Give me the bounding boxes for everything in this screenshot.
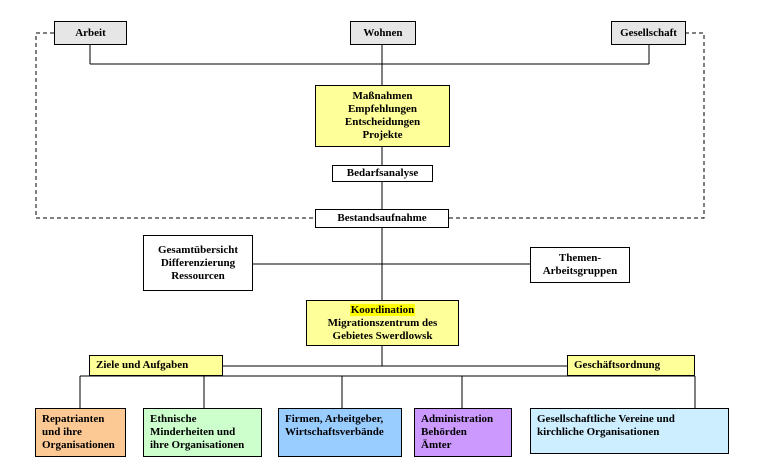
wohnen-box: Wohnen xyxy=(350,21,416,45)
geschaeftsordnung-box: Geschäftsordnung xyxy=(567,355,695,376)
minderheiten-line: Minderheiten und xyxy=(150,426,236,438)
themen-line: Themen- xyxy=(558,252,602,264)
administration-line: Administration xyxy=(421,413,494,425)
wohnen-label: Wohnen xyxy=(363,26,403,39)
gesamtuebersicht-line: Gesamtübersicht xyxy=(157,243,239,256)
koordination-box: Koordination Migrationszentrum des Gebie… xyxy=(306,300,459,346)
aemter-line: Ämter xyxy=(421,439,452,451)
massnahmen-line: Maßnahmen xyxy=(352,90,413,102)
gesellschaft-box: Gesellschaft xyxy=(611,21,686,45)
arbeit-box: Arbeit xyxy=(54,21,127,45)
ziele-label: Ziele und Aufgaben xyxy=(96,359,189,371)
wirtschaftsverbaende-line: Wirtschaftsverbände xyxy=(285,426,384,438)
repatrianten-box: Repatrianten und ihre Organisationen xyxy=(35,408,126,457)
bestandsaufnahme-box: Bestandsaufnahme xyxy=(315,209,449,228)
dashed-frame xyxy=(35,32,315,219)
bestandsaufnahme-label: Bestandsaufnahme xyxy=(337,212,427,224)
migrationszentrum-line: Migrationszentrum des xyxy=(327,316,438,329)
ethnische-line: Ethnische xyxy=(150,413,197,425)
gebietes-line: Gebietes Swerdlowsk xyxy=(332,329,433,342)
firmen-box: Firmen, Arbeitgeber, Wirtschaftsverbände xyxy=(278,408,402,457)
differenzierung-line: Differenzierung xyxy=(160,256,236,269)
arbeit-label: Arbeit xyxy=(75,26,106,39)
administration-box: Administration Behörden Ämter xyxy=(414,408,512,457)
firmen-line: Firmen, Arbeitgeber, xyxy=(285,413,384,425)
ihre-organisationen-line: ihre Organisationen xyxy=(150,439,245,451)
repatrianten-line: Repatrianten xyxy=(42,413,105,425)
bedarfsanalyse-box: Bedarfsanalyse xyxy=(332,165,433,182)
vereine-box: Gesellschaftliche Vereine und kirchliche… xyxy=(530,408,729,454)
und-ihre-line: und ihre xyxy=(42,426,82,438)
bedarfsanalyse-label: Bedarfsanalyse xyxy=(346,167,419,179)
geschaeftsordnung-label: Geschäftsordnung xyxy=(574,359,661,371)
gesamtuebersicht-box: Gesamtübersicht Differenzierung Ressourc… xyxy=(143,235,253,291)
behoerden-line: Behörden xyxy=(421,426,467,438)
empfehlungen-line: Empfehlungen xyxy=(347,103,418,115)
ziele-box: Ziele und Aufgaben xyxy=(89,355,223,376)
ressourcen-line: Ressourcen xyxy=(171,269,225,282)
arbeitsgruppen-line: Arbeitsgruppen xyxy=(542,265,618,277)
organisationen-line: Organisationen xyxy=(42,439,115,451)
dashed-frame-right xyxy=(448,32,705,219)
vereine-line: Gesellschaftliche Vereine und xyxy=(537,413,675,425)
projekte-line: Projekte xyxy=(362,129,403,141)
themen-box: Themen- Arbeitsgruppen xyxy=(530,247,630,283)
koordination-title: Koordination xyxy=(349,303,416,316)
massnahmen-box: Maßnahmen Empfehlungen Entscheidungen Pr… xyxy=(315,85,450,147)
kirchliche-line: kirchliche Organisationen xyxy=(537,426,660,438)
gesellschaft-label: Gesellschaft xyxy=(620,26,677,39)
entscheidungen-line: Entscheidungen xyxy=(344,116,421,128)
ethnische-box: Ethnische Minderheiten und ihre Organisa… xyxy=(143,408,262,457)
